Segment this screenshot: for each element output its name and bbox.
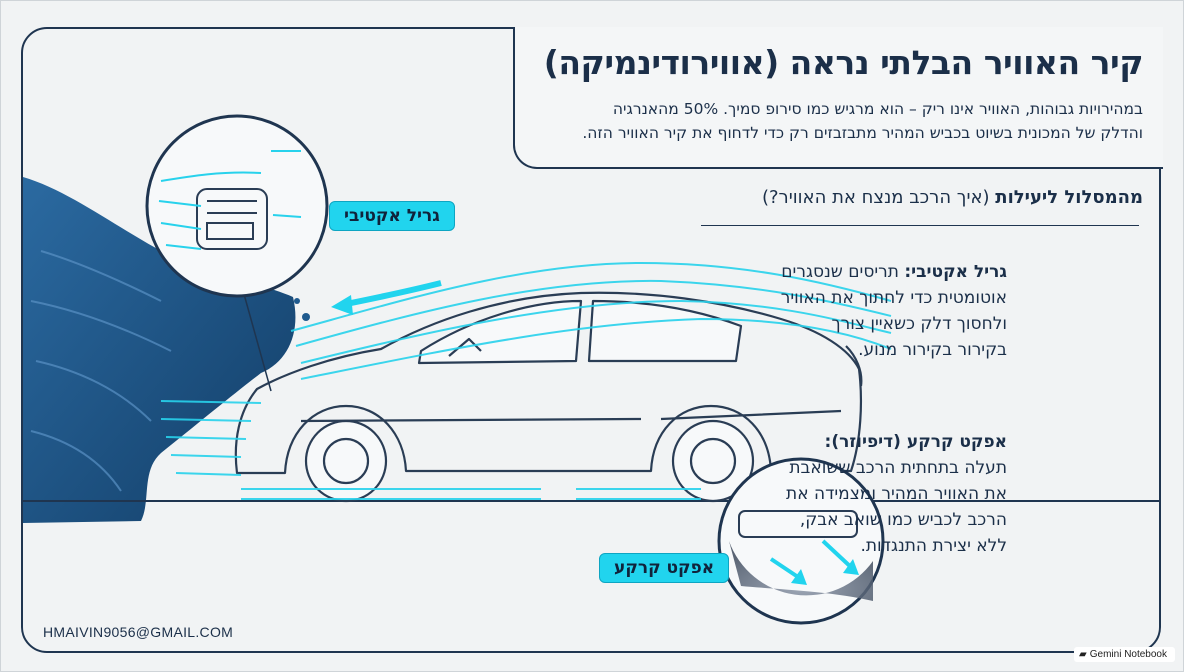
page-subtitle: במהירויות גבוהות, האוויר אינו ריק – הוא … (523, 97, 1143, 145)
ground-effect-magnifier (717, 457, 885, 625)
subtitle-line-1: במהירויות גבוהות, האוויר אינו ריק – הוא … (612, 100, 1143, 118)
header-panel (513, 27, 1163, 169)
page-title: קיר האוויר הבלתי נראה (אווירודינמיקה) (543, 43, 1144, 82)
brand-badge: ▰Gemini Notebook (1074, 647, 1175, 662)
section-heading-bold: מהמסלול ליעילות (995, 187, 1143, 208)
notebook-icon: ▰ (1079, 649, 1087, 660)
feature-ground-effect: אפקט קרקע (דיפיוזר): תעלה בתחתית הרכב שש… (777, 429, 1007, 559)
section-heading-rest: (איך הרכב מנצח את האוויר?) (761, 187, 996, 208)
feature-text: תריסים שנסגרים אוטומטית כדי לחתוך את האו… (780, 262, 1007, 360)
subtitle-line-2: והדלק של המכונית בשיוט בכביש המהיר מתבזב… (582, 124, 1143, 142)
feature-title: אפקט קרקע (דיפיוזר): (824, 432, 1007, 452)
grille-magnifier (145, 114, 329, 392)
feature-active-grille: גריל אקטיבי: תריסים שנסגרים אוטומטית כדי… (777, 259, 1007, 363)
feature-text: תעלה בתחתית הרכב ששואבת את האוויר המהיר … (786, 458, 1007, 556)
airflow-lines (160, 261, 892, 500)
brand-label: Gemini Notebook (1089, 649, 1167, 660)
feature-title: גריל אקטיבי: (904, 262, 1007, 282)
incoming-air-arrowhead (331, 295, 353, 315)
air-wall-wave (23, 177, 310, 523)
section-divider (701, 225, 1139, 226)
grille-callout-label: גריל אקטיבי (329, 201, 455, 231)
section-heading: מהמסלול ליעילות (איך הרכב מנצח את האוויר… (683, 187, 1143, 208)
ground-effect-callout-label: אפקט קרקע (599, 553, 730, 583)
author-email: HMAIVIN9056@GMAIL.COM (43, 624, 234, 640)
